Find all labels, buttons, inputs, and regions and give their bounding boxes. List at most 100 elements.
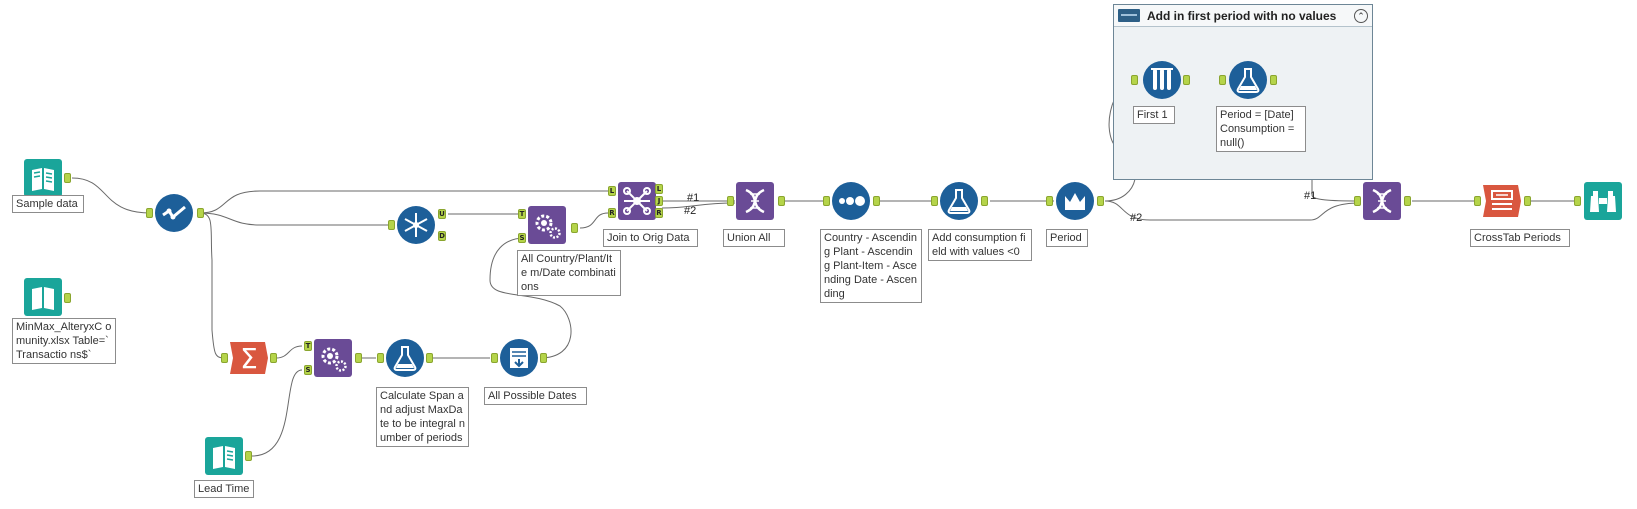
- period-tool[interactable]: [1056, 182, 1094, 220]
- wire: [579, 212, 609, 229]
- output-anchor[interactable]: [245, 451, 252, 461]
- input-anchor[interactable]: [823, 196, 830, 206]
- svg-text:Σ: Σ: [240, 342, 258, 375]
- append-fields-label: All Country/Plant/Ite m/Date combination…: [517, 250, 621, 296]
- output-anchor[interactable]: [426, 353, 433, 363]
- wire-label-3: #2: [1130, 212, 1143, 224]
- output-anchor[interactable]: [355, 353, 362, 363]
- sample-data-tool[interactable]: [24, 159, 62, 197]
- join-tool[interactable]: [618, 182, 656, 220]
- wire: [275, 345, 303, 359]
- wire: [199, 212, 390, 226]
- browse-tool[interactable]: [1584, 182, 1622, 220]
- join-l-input-anchor[interactable]: L: [608, 186, 616, 196]
- join-l-output-anchor[interactable]: L: [655, 184, 663, 194]
- add-consumption-label: Add consumption field with values <0: [928, 229, 1032, 261]
- union-tool[interactable]: [736, 182, 774, 220]
- add-consumption-formula-tool[interactable]: [940, 182, 978, 220]
- append-s-anchor[interactable]: S: [518, 233, 526, 243]
- input-anchor[interactable]: [146, 208, 153, 218]
- output-anchor[interactable]: [1524, 196, 1531, 206]
- wire: [251, 369, 303, 457]
- append-fields-tool[interactable]: [528, 206, 566, 244]
- sample-data-label: Sample data: [12, 195, 84, 213]
- minmax-input-tool[interactable]: [24, 278, 62, 316]
- union-dna-icon: [1363, 182, 1401, 220]
- formula-flask-icon: [1229, 61, 1267, 99]
- select-tool[interactable]: [155, 194, 193, 232]
- input-anchor[interactable]: [1474, 196, 1481, 206]
- input-book-icon: [24, 278, 62, 316]
- generate-rows-tool[interactable]: [500, 339, 538, 377]
- append-t-anchor[interactable]: T: [304, 341, 312, 351]
- input-anchor[interactable]: [1131, 75, 1138, 85]
- output-anchor[interactable]: [1183, 75, 1190, 85]
- append-s-anchor[interactable]: S: [304, 365, 312, 375]
- output-anchor[interactable]: [981, 196, 988, 206]
- union-dna-icon: [736, 182, 774, 220]
- unique-u-anchor[interactable]: U: [438, 209, 446, 219]
- first1-label: First 1: [1133, 106, 1175, 124]
- append-fields-tool-2[interactable]: [314, 339, 352, 377]
- input-anchor[interactable]: [1219, 75, 1226, 85]
- output-anchor[interactable]: [571, 223, 578, 233]
- output-anchor[interactable]: [1270, 75, 1277, 85]
- collapse-icon[interactable]: ⌃: [1354, 9, 1368, 23]
- input-anchor[interactable]: [931, 196, 938, 206]
- unique-tool[interactable]: [397, 206, 435, 244]
- append-gears-icon: [528, 206, 566, 244]
- crosstab-tool[interactable]: [1483, 182, 1521, 220]
- output-anchor[interactable]: [1404, 196, 1411, 206]
- wire: [199, 190, 608, 214]
- output-anchor[interactable]: [1097, 196, 1104, 206]
- input-anchor[interactable]: [1354, 196, 1361, 206]
- output-anchor[interactable]: [64, 173, 71, 183]
- output-anchor[interactable]: [873, 196, 880, 206]
- period-formula-tool[interactable]: [1229, 61, 1267, 99]
- browse-binoculars-icon: [1584, 182, 1622, 220]
- input-anchor[interactable]: [727, 196, 734, 206]
- output-anchor[interactable]: [540, 353, 547, 363]
- append-t-anchor[interactable]: T: [518, 209, 526, 219]
- wire-label-1: #1: [687, 192, 700, 204]
- summarize-tool[interactable]: Σ: [230, 339, 268, 377]
- input-anchor[interactable]: [221, 353, 228, 363]
- sample-tubes-icon: [1143, 61, 1181, 99]
- wire-label-2: #2: [684, 205, 697, 217]
- crosstab-label: CrossTab Periods: [1470, 229, 1570, 247]
- crosstab-icon: [1483, 185, 1521, 217]
- first1-tool[interactable]: [1143, 61, 1181, 99]
- join-j-output-anchor[interactable]: J: [655, 196, 663, 206]
- lead-time-tool[interactable]: [205, 437, 243, 475]
- generate-rows-icon: [500, 339, 538, 377]
- join-r-output-anchor[interactable]: R: [655, 208, 663, 218]
- sort-tool[interactable]: [832, 182, 870, 220]
- unique-d-anchor[interactable]: D: [438, 231, 446, 241]
- input-book-icon: [205, 437, 243, 475]
- input-anchor[interactable]: [1574, 196, 1581, 206]
- container-title: Add in first period with no values: [1147, 8, 1337, 23]
- wire: [661, 202, 736, 209]
- sigma-icon: Σ: [230, 342, 268, 375]
- input-anchor[interactable]: [377, 353, 384, 363]
- wire-label-4: #1: [1304, 190, 1317, 202]
- join-label: Join to Orig Data: [603, 229, 698, 247]
- unique-snowflake-icon: [397, 206, 435, 244]
- output-anchor[interactable]: [270, 353, 277, 363]
- join-hub-icon: [618, 182, 656, 220]
- output-anchor[interactable]: [64, 293, 71, 303]
- input-anchor[interactable]: [388, 220, 395, 230]
- input-anchor[interactable]: [1046, 196, 1053, 206]
- input-anchor[interactable]: [491, 353, 498, 363]
- output-anchor[interactable]: [197, 208, 204, 218]
- minmax-input-label: MinMax_AlteryxC omunity.xlsx Table=`Tran…: [12, 318, 116, 364]
- calc-span-formula-tool[interactable]: [386, 339, 424, 377]
- join-r-input-anchor[interactable]: R: [608, 208, 616, 218]
- append-gears-icon: [314, 339, 352, 377]
- container-header[interactable]: Add in first period with no values: [1114, 5, 1372, 27]
- period-label: Period: [1046, 229, 1088, 247]
- union-tool-2[interactable]: [1363, 182, 1401, 220]
- lead-time-label: Lead Time: [194, 480, 254, 498]
- output-anchor[interactable]: [778, 196, 785, 206]
- input-book-icon: [24, 159, 62, 197]
